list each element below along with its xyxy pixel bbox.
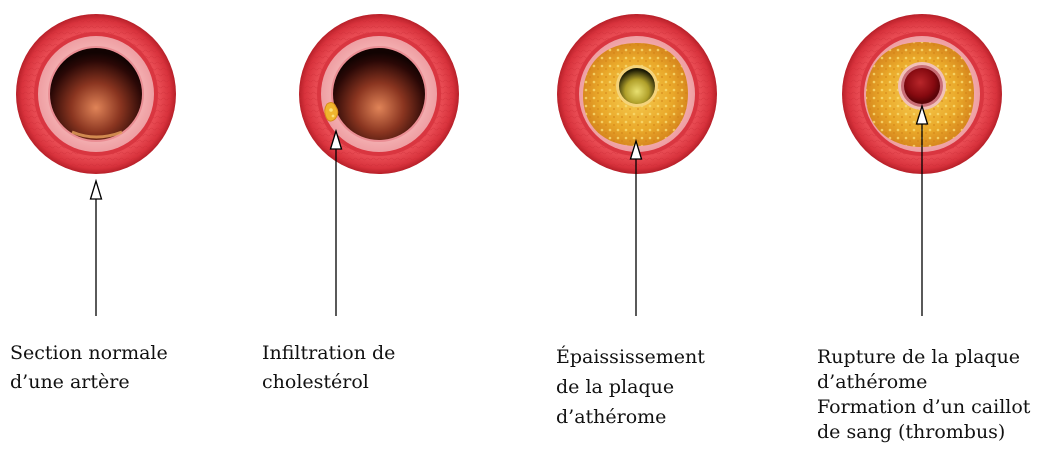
caption-line: Infiltration de [262, 339, 395, 368]
caption-thickening: Épaississement de la plaque d’athérome [556, 342, 705, 432]
caption-line: d’une artère [10, 368, 168, 397]
caption-normal: Section normale d’une artère [10, 339, 168, 397]
artery-normal [16, 14, 176, 174]
thrombus-clot [904, 68, 940, 104]
caption-rupture: Rupture de la plaque d’athérome Formatio… [817, 345, 1030, 445]
caption-line: de la plaque [556, 372, 705, 402]
caption-infiltration: Infiltration de cholestérol [262, 339, 395, 397]
caption-line: Rupture de la plaque [817, 345, 1030, 370]
caption-line: d’athérome [817, 370, 1030, 395]
caption-line: de sang (thrombus) [817, 420, 1030, 445]
caption-line: cholestérol [262, 368, 395, 397]
artery-infiltration [299, 14, 459, 174]
caption-line: d’athérome [556, 402, 705, 432]
caption-line: Section normale [10, 339, 168, 368]
caption-line: Formation d’un caillot [817, 395, 1030, 420]
caption-line: Épaississement [556, 342, 705, 372]
pointer-arrow-1 [91, 181, 102, 316]
